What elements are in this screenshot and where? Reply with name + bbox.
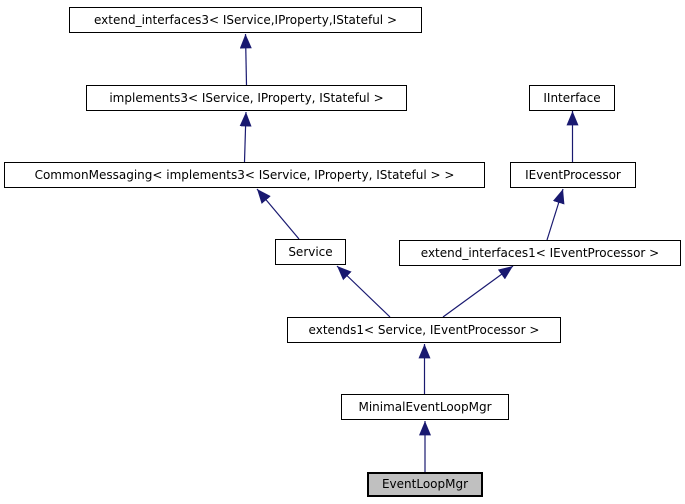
class-node-extend-interfaces3[interactable]: extend_interfaces3< IService,IProperty,I…	[69, 7, 422, 33]
class-node-service[interactable]: Service	[275, 239, 346, 265]
class-node-ieventprocessor[interactable]: IEventProcessor	[510, 162, 636, 188]
class-node-commonmessaging[interactable]: CommonMessaging< implements3< IService, …	[4, 162, 485, 188]
class-node-minimaleventloopmgr[interactable]: MinimalEventLoopMgr	[341, 394, 509, 420]
class-node-extend-interfaces1[interactable]: extend_interfaces1< IEventProcessor >	[399, 240, 681, 266]
edge-extends1-to-extend-interfaces1	[442, 265, 514, 318]
edge-extends1-to-service	[336, 265, 391, 318]
edge-service-to-commonmessaging	[256, 188, 300, 240]
class-node-iinterface[interactable]: IInterface	[529, 85, 615, 111]
class-node-implements3[interactable]: implements3< IService, IProperty, IState…	[86, 85, 407, 111]
class-node-eventloopmgr-current: EventLoopMgr	[367, 472, 483, 497]
class-node-extends1[interactable]: extends1< Service, IEventProcessor >	[287, 317, 561, 343]
edge-commonmessaging-to-implements3	[239, 111, 252, 163]
edge-implements3-to-extend-interfaces3	[239, 33, 252, 86]
edge-extend-interfaces1-to-ieventprocessor	[546, 188, 565, 241]
